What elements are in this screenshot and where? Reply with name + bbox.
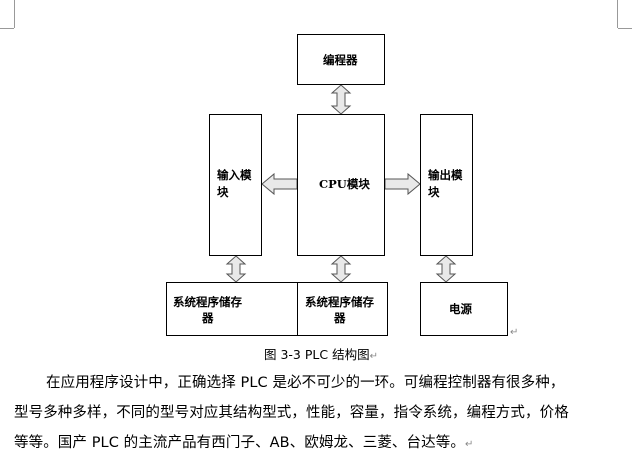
node-memory-center-line2: 器 <box>334 311 346 325</box>
arrow-cpu-to-output <box>384 172 421 196</box>
paragraph-mark-diagram: ↵ <box>510 327 519 338</box>
crop-mark-top-right <box>617 0 632 29</box>
node-output-label-line1: 输出模 <box>428 168 463 182</box>
paragraph-line-1-text: 在应用程序设计中，正确选择 PLC 是必不可少的一环。可编程控制器有很多种， <box>46 375 565 391</box>
paragraph-mark-body: ↵ <box>464 439 474 450</box>
node-memory-center: 系统程序储存 器 <box>297 282 388 336</box>
node-output-module: 输出模 块 <box>420 114 473 256</box>
arrow-output-power <box>435 255 457 283</box>
arrow-input-memory <box>225 255 247 283</box>
node-input-module: 输入模 块 <box>209 114 262 256</box>
figure-caption-text: 图 3-3 PLC 结构图 <box>264 347 370 362</box>
node-power: 电源 <box>420 282 508 336</box>
crop-mark-top-left <box>0 0 15 29</box>
node-programmer: 编程器 <box>297 34 385 85</box>
node-cpu-label: CPU模块 <box>319 177 370 191</box>
arrow-programmer-cpu <box>330 84 352 115</box>
arrow-cpu-to-input <box>261 172 298 196</box>
node-memory-left-line1: 系统程序储存 <box>173 295 242 309</box>
node-memory-left-line2: 器 <box>202 311 214 325</box>
paragraph-line-1: 在应用程序设计中，正确选择 PLC 是必不可少的一环。可编程控制器有很多种， <box>46 371 564 392</box>
node-memory-left: 系统程序储存 器 <box>166 282 306 336</box>
node-output-label-line2: 块 <box>428 185 440 199</box>
node-input-label-line2: 块 <box>217 185 229 199</box>
node-memory-center-line1: 系统程序储存 <box>305 295 374 309</box>
node-input-label-line1: 输入模 <box>217 168 252 182</box>
node-cpu-module: CPU模块 <box>297 114 385 256</box>
node-power-label: 电源 <box>449 302 472 316</box>
arrow-cpu-memory <box>330 255 352 283</box>
paragraph-line-2: 型号多种多样，不同的型号对应其结构型式，性能，容量，指令系统，编程方式，价格 <box>14 401 569 422</box>
paragraph-line-2-text: 型号多种多样，不同的型号对应其结构型式，性能，容量，指令系统，编程方式，价格 <box>14 405 569 421</box>
paragraph-line-3-text: 等等。国产 PLC 的主流产品有西门子、AB、欧姆龙、三菱、台达等。 <box>14 435 465 451</box>
node-programmer-label: 编程器 <box>323 53 358 67</box>
paragraph-mark-caption: ↵ <box>369 351 378 362</box>
paragraph-line-3: 等等。国产 PLC 的主流产品有西门子、AB、欧姆龙、三菱、台达等。↵ <box>14 431 473 452</box>
figure-caption: 图 3-3 PLC 结构图↵ <box>264 344 378 363</box>
